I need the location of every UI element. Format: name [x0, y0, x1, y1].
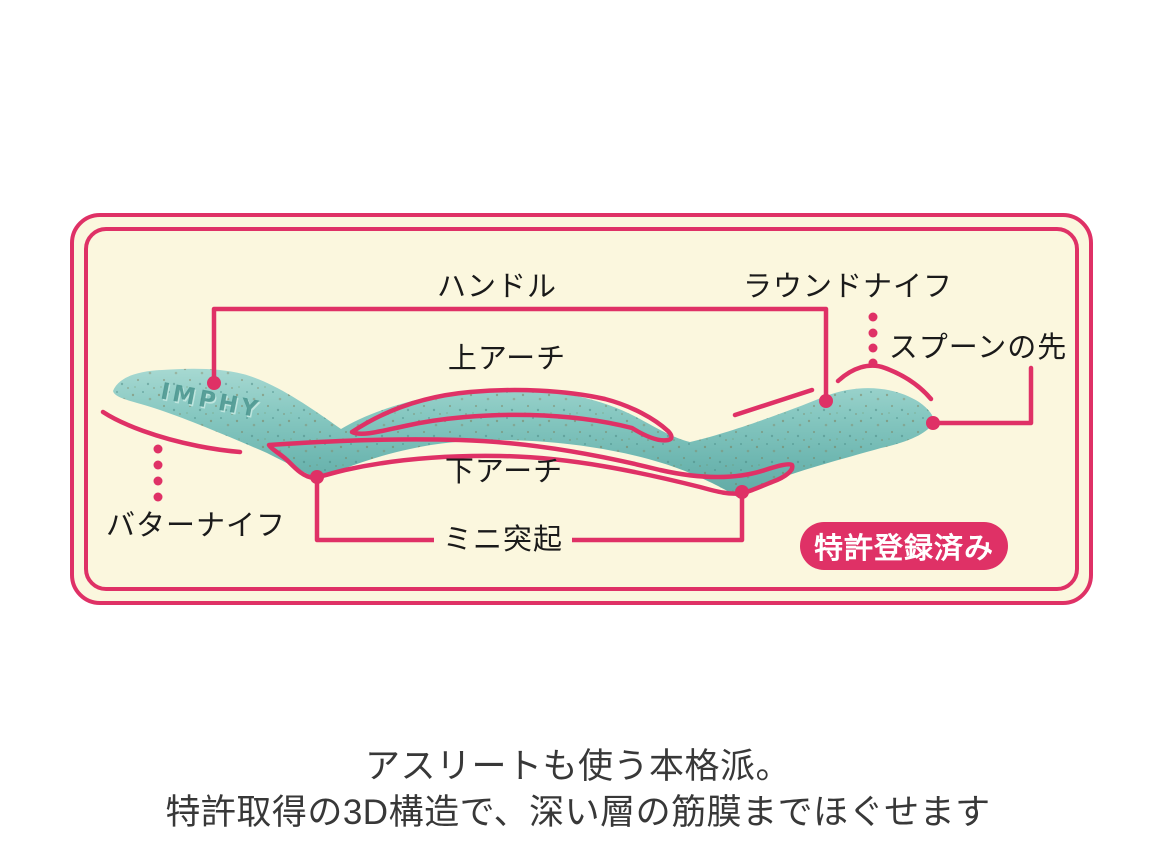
patent-badge-text: 特許登録済み [813, 533, 994, 565]
label-round-knife: ラウンドナイフ [742, 271, 954, 303]
mini-protrusion-right-dot [735, 485, 749, 499]
handle-left-dot [207, 376, 221, 390]
round-knife-edge-line [732, 387, 815, 418]
panel-inner-border [84, 227, 1079, 591]
label-mini-protrusion: ミニ突起 [433, 525, 573, 555]
spoon-curve-arc [835, 363, 934, 402]
mini-protrusion-left-dot [310, 470, 324, 484]
butter-knife-edge-arc [100, 409, 243, 455]
label-lower-arch: 下アーチ [444, 456, 564, 488]
label-butter-knife: バターナイフ [105, 510, 287, 542]
handle-right-dot [819, 394, 833, 408]
butter-knife-dotted-leader [153, 444, 163, 502]
spoon-tip-dot [926, 416, 940, 430]
tool-body: IMPHY IMPHY [113, 368, 934, 497]
label-upper-arch: 上アーチ [447, 343, 567, 375]
caption-line-1: アスリートも使う本格派。 [364, 747, 791, 786]
caption-line-2: 特許取得の3D構造で、深い層の筋膜までほぐせます [165, 793, 991, 832]
patent-badge: 特許登録済み [800, 522, 1008, 570]
caption: アスリートも使う本格派。 特許取得の3D構造で、深い層の筋膜までほぐせます [0, 744, 1156, 836]
spoon-tip-leader-line [937, 365, 1034, 426]
upper-arch-highlight [349, 387, 674, 443]
label-handle: ハンドル [436, 271, 558, 303]
handle-leader-line [211, 306, 829, 404]
label-spoon-tip: スプーンの先 [888, 332, 1068, 364]
tool-speckle-texture [113, 368, 934, 497]
round-knife-dotted-leader [868, 312, 878, 368]
